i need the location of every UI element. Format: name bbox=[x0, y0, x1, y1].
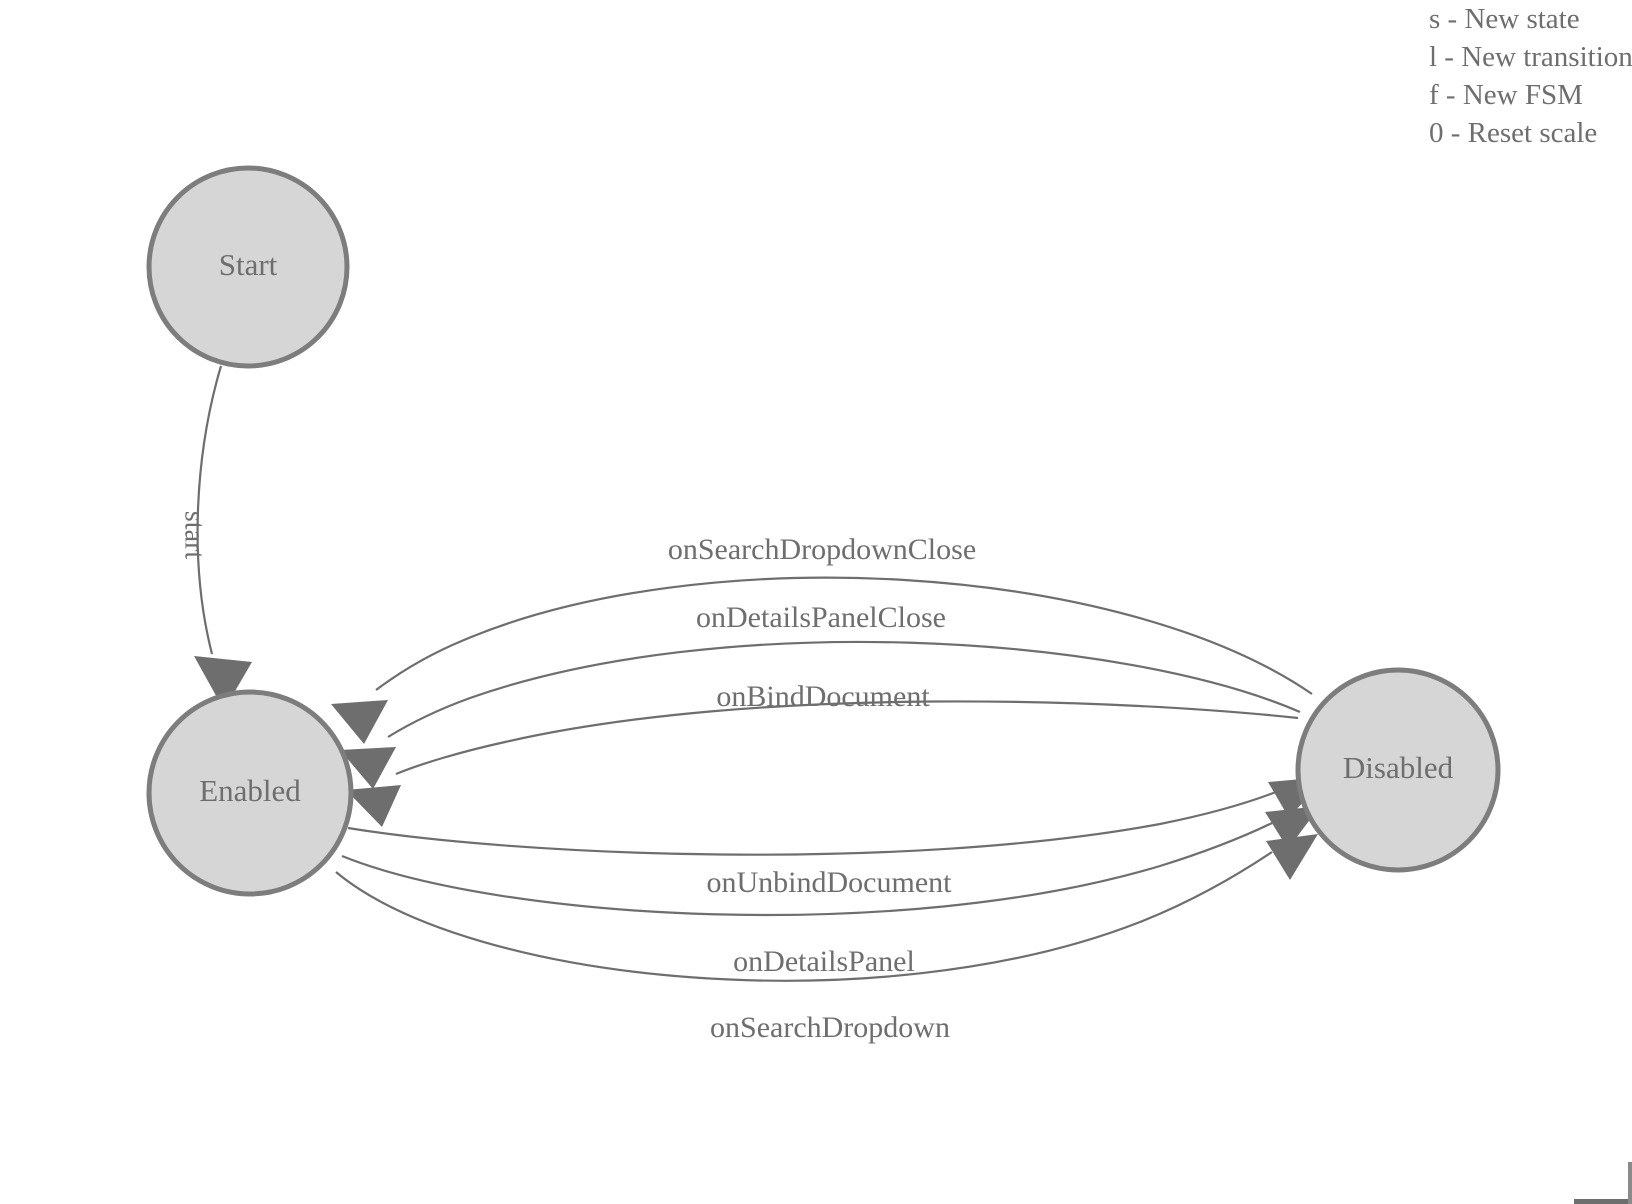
transition-onSearchDropdownClose[interactable] bbox=[331, 576, 1313, 744]
transition-onDetailsPanelClose[interactable] bbox=[340, 640, 1301, 789]
transition-start[interactable] bbox=[194, 365, 252, 710]
transition-path bbox=[341, 822, 1273, 917]
state-node-enabled[interactable]: Enabled bbox=[146, 689, 354, 897]
state-label: Disabled bbox=[1343, 750, 1454, 785]
state-label: Start bbox=[219, 247, 278, 282]
legend-line-new-state: s - New state bbox=[1429, 3, 1580, 35]
transition-onUnbindDocument[interactable] bbox=[347, 777, 1325, 856]
transition-onBindDocument[interactable] bbox=[346, 700, 1299, 827]
transition-path bbox=[196, 365, 223, 655]
window-corner-mark bbox=[1574, 1199, 1632, 1204]
transition-label-onBindDocument: onBindDocument bbox=[716, 680, 930, 713]
state-circle bbox=[1295, 667, 1501, 873]
arrowhead-icon bbox=[194, 656, 252, 710]
transition-onDetailsPanel[interactable] bbox=[341, 806, 1320, 917]
state-circle bbox=[146, 689, 354, 897]
transition-label-onSearchDropdown: onSearchDropdown bbox=[710, 1011, 950, 1044]
legend-line-new-fsm: f - New FSM bbox=[1429, 79, 1583, 111]
transition-path bbox=[347, 790, 1277, 856]
arrowhead-icon bbox=[1265, 806, 1320, 849]
state-node-disabled[interactable]: Disabled bbox=[1295, 667, 1501, 873]
state-circle bbox=[146, 165, 350, 369]
transition-label-start: start bbox=[179, 511, 210, 559]
window-edge-mark bbox=[1628, 1162, 1632, 1204]
transition-path bbox=[335, 851, 1273, 982]
state-label: Enabled bbox=[199, 773, 301, 808]
transition-label-onUnbindDocument: onUnbindDocument bbox=[707, 866, 953, 899]
arrowhead-icon bbox=[346, 785, 401, 827]
transition-path bbox=[387, 640, 1301, 738]
state-node-start[interactable]: Start bbox=[146, 165, 350, 369]
legend-line-reset-scale: 0 - Reset scale bbox=[1429, 117, 1598, 149]
keyboard-shortcuts-legend: s - New state l - New transition f - New… bbox=[1429, 0, 1632, 152]
transition-label-onSearchDropdownClose: onSearchDropdownClose bbox=[668, 533, 976, 566]
transition-path bbox=[395, 700, 1299, 776]
transition-onSearchDropdown[interactable] bbox=[335, 834, 1318, 982]
transition-label-onDetailsPanel: onDetailsPanel bbox=[733, 945, 915, 978]
arrowhead-icon bbox=[340, 747, 396, 789]
arrowhead-icon bbox=[1266, 834, 1318, 880]
legend-line-new-transition: l - New transition bbox=[1429, 41, 1632, 73]
transition-label-onDetailsPanelClose: onDetailsPanelClose bbox=[696, 601, 946, 634]
arrowhead-icon bbox=[331, 700, 388, 744]
transition-path bbox=[375, 576, 1313, 695]
